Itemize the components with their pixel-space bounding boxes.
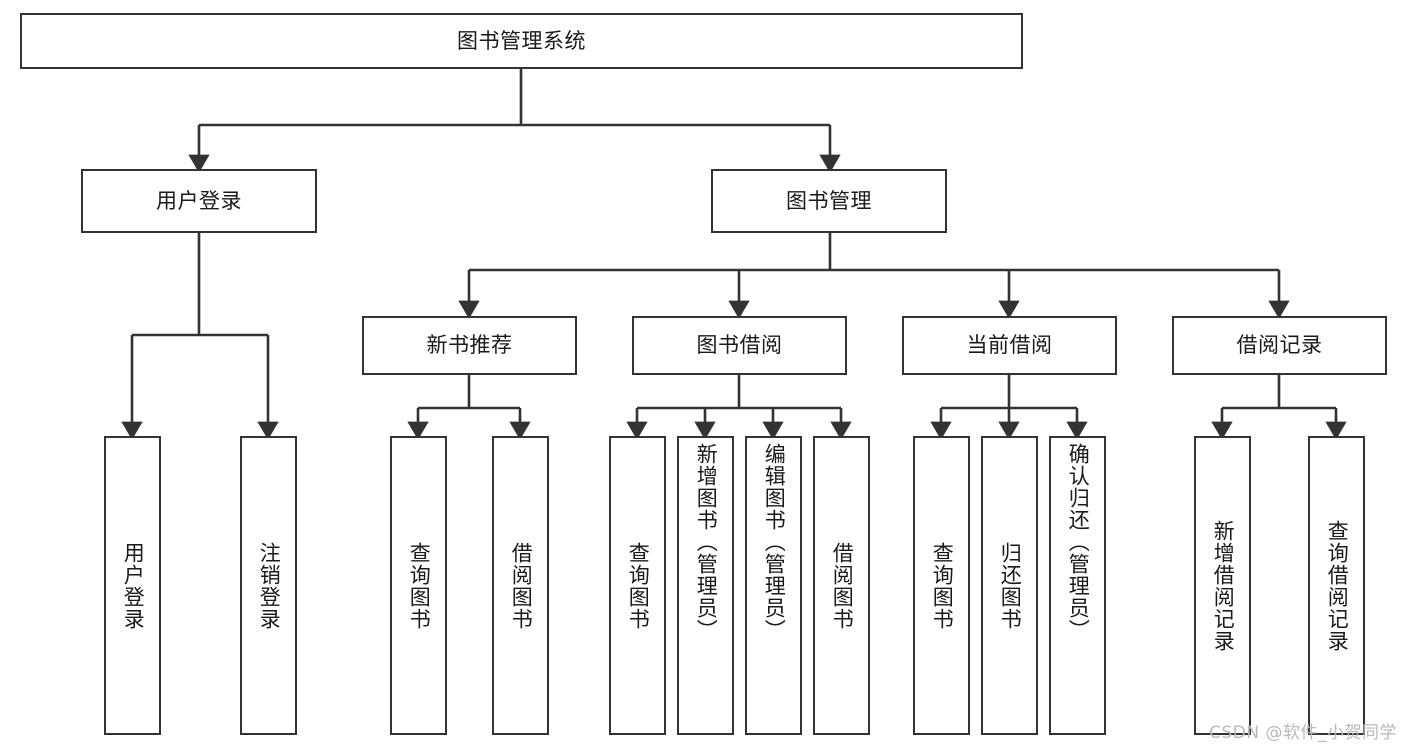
node-borrow-record-label: 借阅记录 <box>1236 333 1323 358</box>
node-leaf-user-login[interactable]: 用户登录 <box>104 436 161 735</box>
node-user-login-label: 用户登录 <box>156 188 242 213</box>
node-leaf-user-login-label: 用户登录 <box>121 541 146 630</box>
node-current-borrow-label: 当前借阅 <box>966 333 1053 358</box>
node-leaf-confirm-return[interactable]: 确认归还（管理员） <box>1049 436 1106 735</box>
node-leaf-borrow-book-2[interactable]: 借阅图书 <box>813 436 870 735</box>
node-leaf-query-book-2-label: 查询图书 <box>626 541 651 630</box>
node-leaf-borrow-book-1-label: 借阅图书 <box>509 541 534 630</box>
node-leaf-query-book-3-label: 查询图书 <box>930 541 955 630</box>
node-leaf-query-book-2[interactable]: 查询图书 <box>609 436 666 735</box>
node-leaf-add-record[interactable]: 新增借阅记录 <box>1194 436 1251 735</box>
node-leaf-edit-book[interactable]: 编辑图书（管理员） <box>745 436 802 735</box>
node-leaf-logout[interactable]: 注销登录 <box>240 436 297 735</box>
node-leaf-query-book-3[interactable]: 查询图书 <box>913 436 970 735</box>
node-leaf-query-book-1[interactable]: 查询图书 <box>390 436 447 735</box>
node-leaf-logout-label: 注销登录 <box>257 541 282 630</box>
node-root-label: 图书管理系统 <box>457 28 586 53</box>
node-leaf-add-record-label: 新增借阅记录 <box>1211 519 1236 652</box>
node-leaf-return-book-label: 归还图书 <box>998 541 1023 630</box>
node-root[interactable]: 图书管理系统 <box>20 13 1023 69</box>
node-leaf-add-book[interactable]: 新增图书（管理员） <box>677 436 734 735</box>
node-leaf-query-book-1-label: 查询图书 <box>407 541 432 630</box>
node-book-borrow-label: 图书借阅 <box>696 333 783 358</box>
node-leaf-query-record-label: 查询借阅记录 <box>1325 519 1350 652</box>
node-book-management-label: 图书管理 <box>786 188 872 213</box>
node-book-management[interactable]: 图书管理 <box>711 169 947 233</box>
node-new-book-recommend-label: 新书推荐 <box>426 333 513 358</box>
node-leaf-borrow-book-1[interactable]: 借阅图书 <box>492 436 549 735</box>
node-leaf-confirm-return-label: 确认归还（管理员） <box>1066 443 1091 641</box>
node-new-book-recommend[interactable]: 新书推荐 <box>362 316 577 375</box>
node-user-login[interactable]: 用户登录 <box>81 169 317 233</box>
node-borrow-record[interactable]: 借阅记录 <box>1172 316 1387 375</box>
node-leaf-borrow-book-2-label: 借阅图书 <box>830 541 855 630</box>
node-current-borrow[interactable]: 当前借阅 <box>902 316 1117 375</box>
node-leaf-add-book-label: 新增图书（管理员） <box>694 443 719 641</box>
node-book-borrow[interactable]: 图书借阅 <box>632 316 847 375</box>
node-leaf-edit-book-label: 编辑图书（管理员） <box>762 443 787 641</box>
node-leaf-return-book[interactable]: 归还图书 <box>981 436 1038 735</box>
node-leaf-query-record[interactable]: 查询借阅记录 <box>1308 436 1365 735</box>
